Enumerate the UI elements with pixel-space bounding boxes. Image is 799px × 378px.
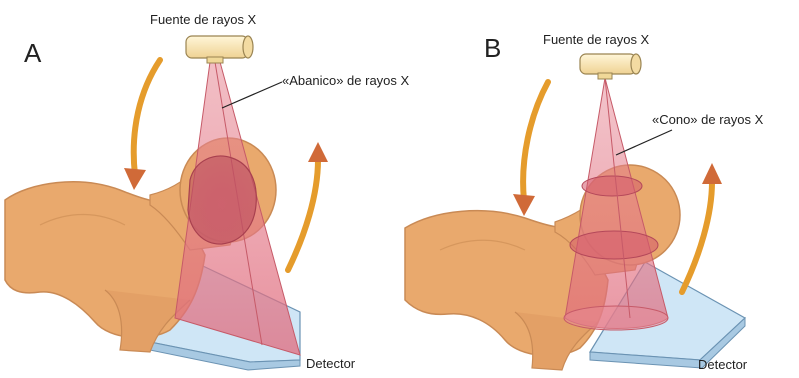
panel-a-detector-label: Detector [306, 357, 355, 370]
xray-tube-icon [186, 36, 253, 63]
beam-label-leader [222, 82, 282, 108]
cone-slice-upper [582, 176, 642, 196]
panel-b-detector-label: Detector [698, 358, 747, 371]
cone-base [564, 306, 668, 330]
rotation-arrow-icon [288, 142, 328, 270]
panel-a-source-label: Fuente de rayos X [150, 13, 256, 26]
panel-a-beam-label: «Abanico» de rayos X [282, 74, 409, 87]
xray-tube-icon [580, 54, 641, 79]
panel-b [405, 54, 745, 370]
rotation-arrow-icon [513, 82, 548, 216]
rotation-arrow-icon [682, 163, 722, 292]
panel-a [5, 36, 328, 370]
panel-b-letter: B [484, 35, 501, 61]
cone-slice-lower [570, 231, 658, 259]
panel-b-source-label: Fuente de rayos X [543, 33, 649, 46]
rotation-arrow-icon [124, 60, 160, 190]
skull-slice [188, 156, 256, 244]
panel-b-beam-label: «Cono» de rayos X [652, 113, 763, 126]
panel-a-letter: A [24, 40, 41, 66]
beam-label-leader [616, 130, 672, 155]
